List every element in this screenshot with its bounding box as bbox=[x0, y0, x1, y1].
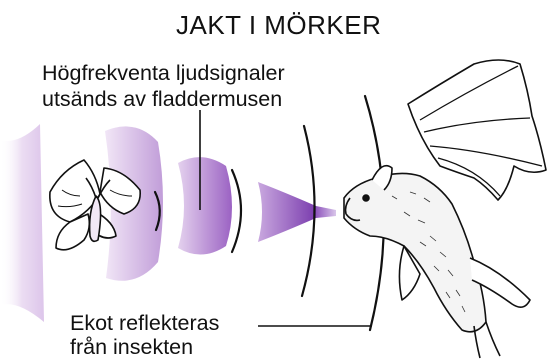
signals-label-line-2: utsänds av fladdermusen bbox=[42, 86, 285, 112]
signals-label-line-1: Högfrekventa ljudsignaler bbox=[42, 60, 285, 86]
signals-label: Högfrekventa ljudsignaler utsänds av fla… bbox=[42, 60, 285, 112]
echo-label-line-2: från insekten bbox=[70, 335, 219, 359]
page-title: JAKT I MÖRKER bbox=[176, 10, 381, 41]
echo-label-line-1: Ekot reflekteras bbox=[70, 311, 219, 335]
sound-waves bbox=[0, 124, 336, 322]
echo-label: Ekot reflekteras från insekten bbox=[70, 311, 219, 359]
